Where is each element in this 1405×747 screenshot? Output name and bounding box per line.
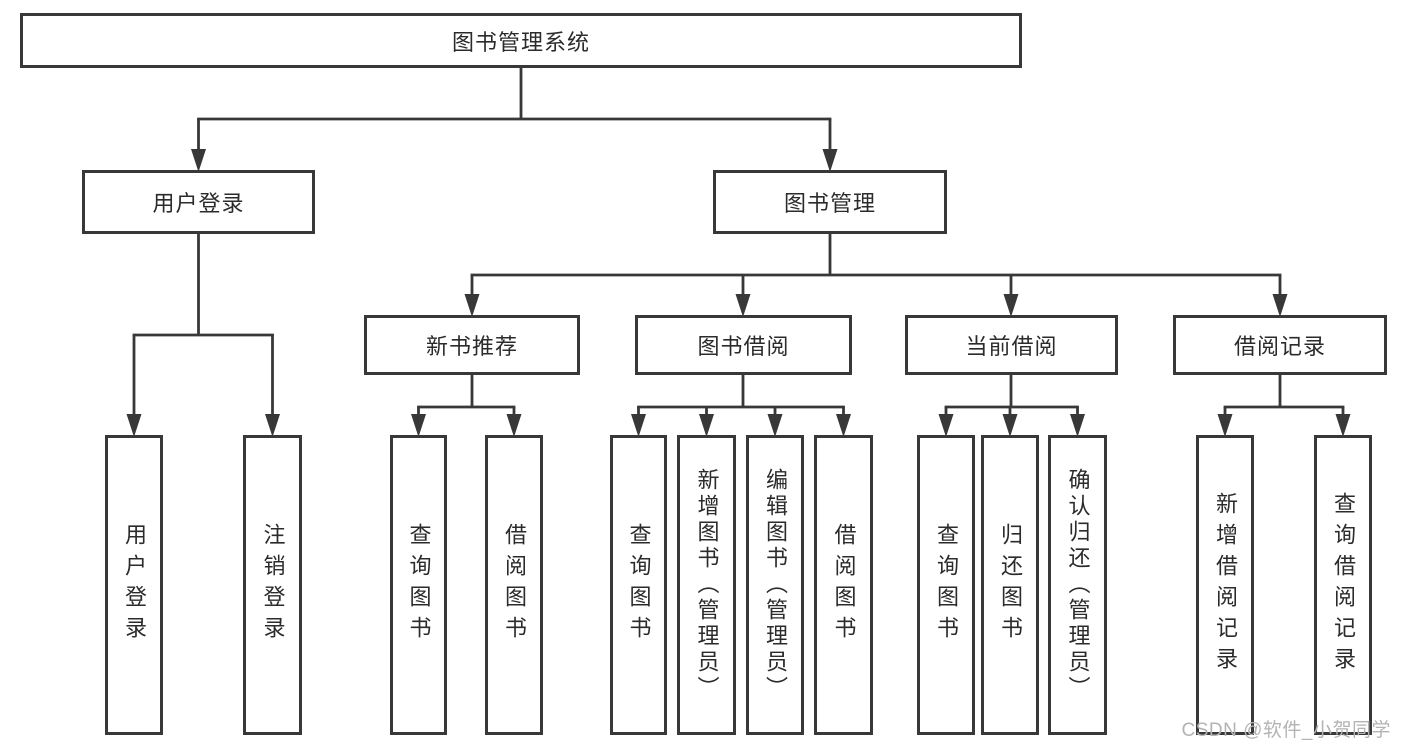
leaf-logout: 注销登录 [243,435,302,735]
leaf-borrow-book-2: 借阅图书 [814,435,873,735]
leaf-user-login: 用户登录 [105,435,163,735]
node-book-borrow: 图书借阅 [635,315,852,375]
leaf-query-book-3: 查询图书 [917,435,975,735]
leaf-add-borrow-record: 新增借阅记录 [1196,435,1254,735]
node-current-borrow: 当前借阅 [905,315,1118,375]
csdn-watermark: CSDN @软件_小贺同学 [1181,720,1391,741]
leaf-add-book-admin: 新增图书（管理员） [677,435,736,735]
node-new-book-recommend: 新书推荐 [364,315,580,375]
leaf-query-book-2: 查询图书 [610,435,667,735]
node-borrow-record: 借阅记录 [1173,315,1387,375]
leaf-return-book: 归还图书 [981,435,1039,735]
leaf-query-borrow-record: 查询借阅记录 [1314,435,1372,735]
leaf-confirm-return-admin: 确认归还（管理员） [1048,435,1107,735]
leaf-borrow-book-1: 借阅图书 [485,435,543,735]
node-root-system: 图书管理系统 [20,13,1022,68]
leaf-query-book-1: 查询图书 [390,435,447,735]
node-user-login: 用户登录 [82,170,315,234]
leaf-edit-book-admin: 编辑图书（管理员） [746,435,804,735]
node-book-management: 图书管理 [713,170,947,234]
